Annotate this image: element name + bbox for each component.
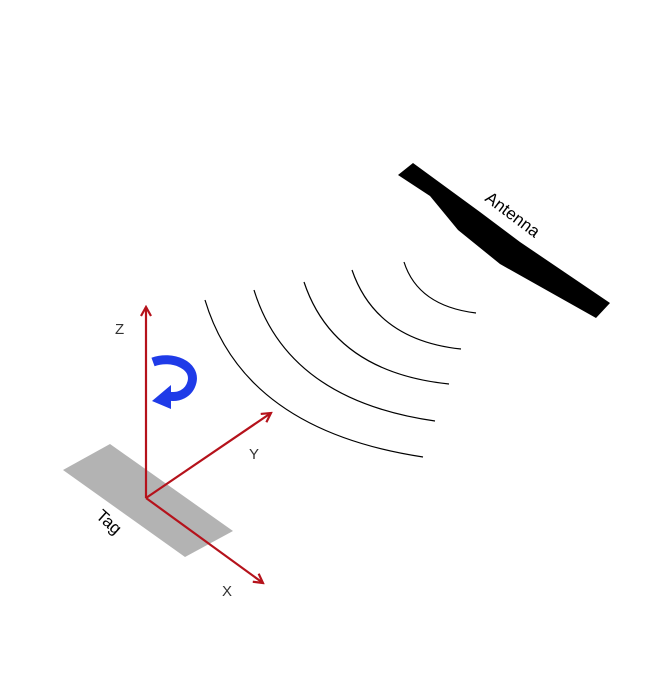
x-axis xyxy=(145,497,263,583)
y-axis xyxy=(145,413,271,499)
radio-waves xyxy=(204,261,477,458)
wave-4 xyxy=(253,289,436,422)
wave-5 xyxy=(204,299,424,458)
x-axis-label: X xyxy=(222,583,232,600)
z-axis-label: Z xyxy=(115,321,124,338)
y-axis-label: Y xyxy=(249,446,259,463)
rotation-arrow-icon xyxy=(151,355,197,409)
wave-3 xyxy=(303,281,450,385)
wave-2 xyxy=(351,269,462,350)
wave-1 xyxy=(403,261,477,314)
antenna-shape xyxy=(398,163,610,318)
